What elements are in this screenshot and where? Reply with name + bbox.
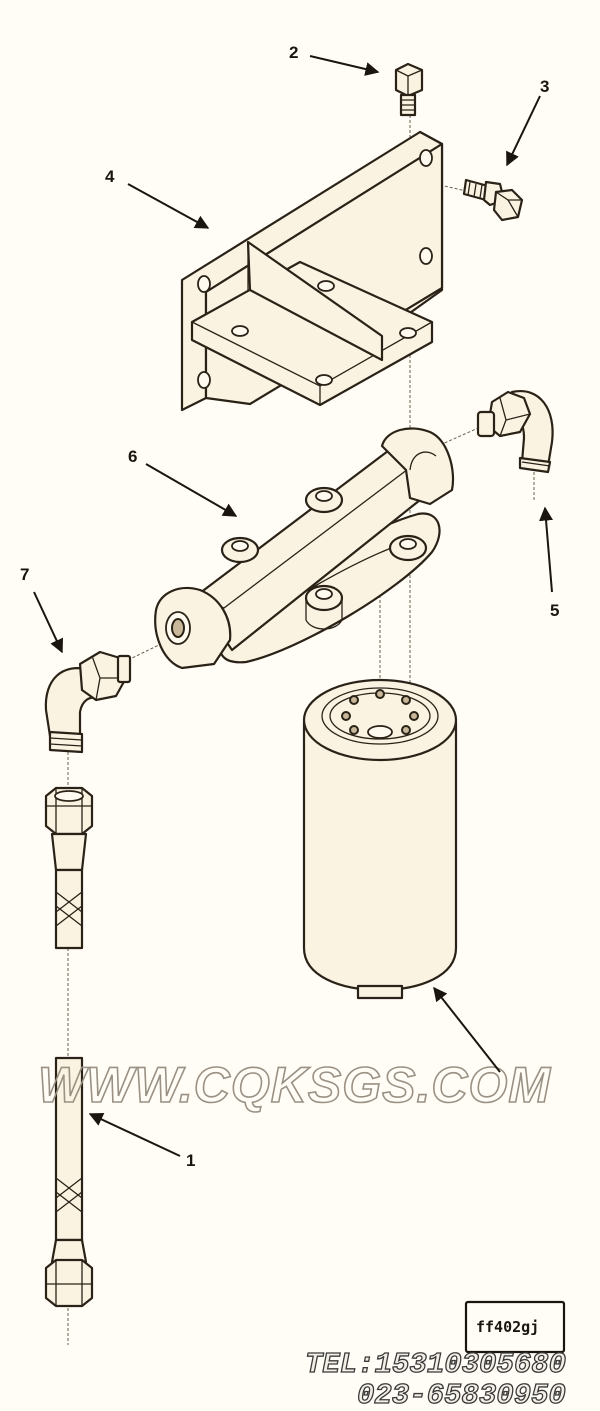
watermark-text: WWW.CQKSGS.COM bbox=[38, 1057, 551, 1113]
filter-head bbox=[154, 427, 455, 670]
hose-upper bbox=[44, 786, 94, 950]
contact-phone: 023-65830950 bbox=[357, 1379, 566, 1411]
hose-lower bbox=[44, 1056, 94, 1308]
callout-2: 2 bbox=[289, 43, 298, 62]
callout-1: 1 bbox=[186, 1151, 195, 1170]
side-bolt bbox=[462, 178, 524, 222]
callout-7: 7 bbox=[20, 565, 29, 584]
mounting-bracket bbox=[180, 130, 444, 412]
callout-5: 5 bbox=[550, 601, 559, 620]
callout-numbers: 1 2 3 4 5 6 7 bbox=[20, 43, 559, 1170]
right-elbow-fitting bbox=[476, 389, 554, 474]
figure-id-label: ff402gj bbox=[476, 1318, 539, 1336]
contact-tel: TEL:15310305680 bbox=[305, 1348, 566, 1381]
callout-3: 3 bbox=[540, 77, 549, 96]
callout-6: 6 bbox=[128, 447, 137, 466]
top-bolt bbox=[394, 62, 424, 117]
figure-id-box: ff402gj bbox=[464, 1300, 566, 1354]
left-elbow-fitting bbox=[44, 650, 132, 754]
fuel-filter-cartridge bbox=[302, 678, 458, 1000]
callout-4: 4 bbox=[105, 167, 115, 186]
callout-leaders bbox=[33, 55, 554, 1157]
